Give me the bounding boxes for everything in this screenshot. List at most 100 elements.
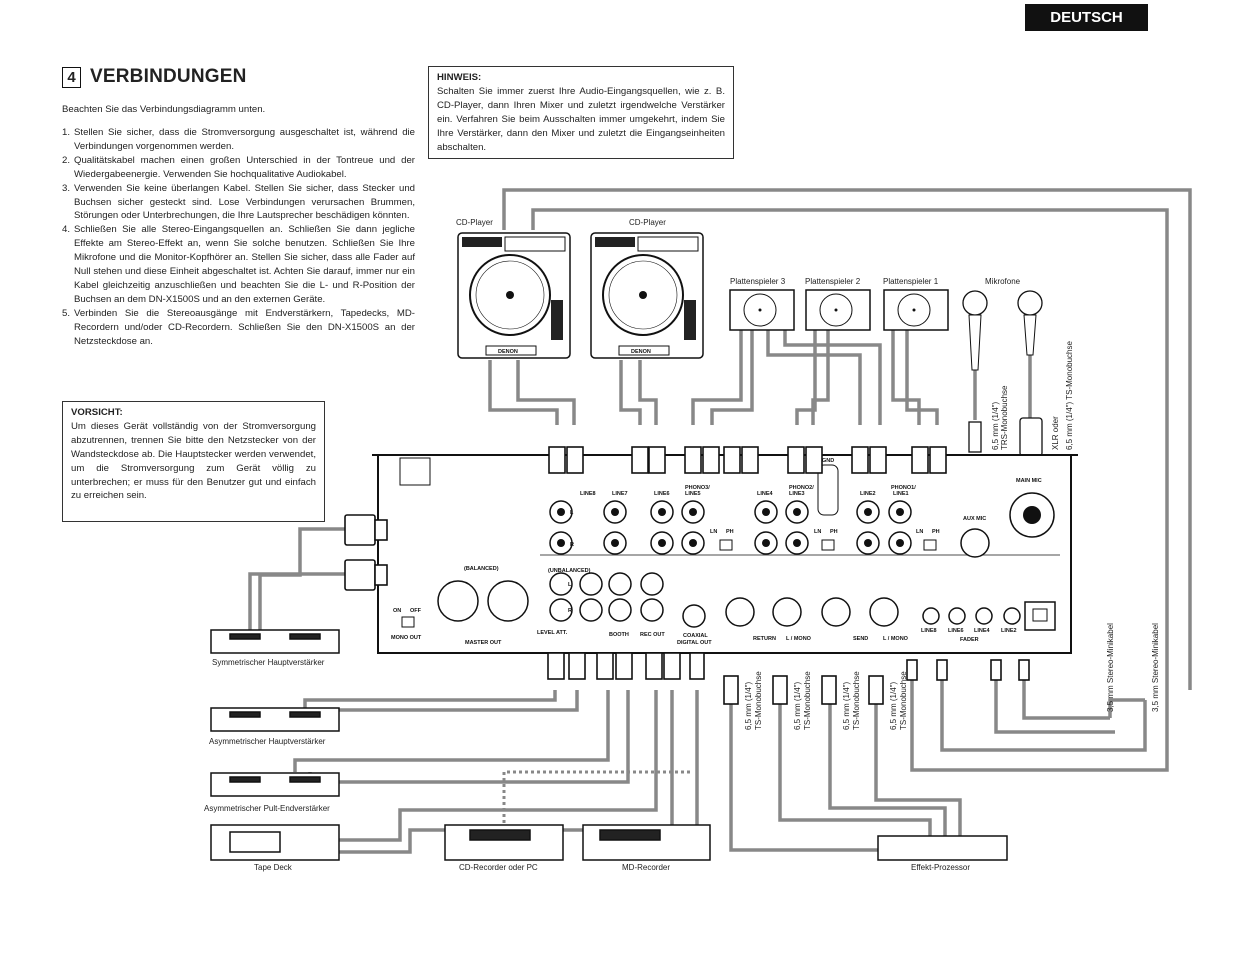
rca-plugs (547, 446, 1030, 705)
device-labels: CD-Player CD-Player Plattenspieler 3 Pla… (204, 218, 1021, 872)
label-booth: BOOTH (609, 632, 629, 638)
label-l-1: L (570, 510, 574, 516)
turntable-1-label: Plattenspieler 1 (883, 277, 939, 286)
label-rec-out: REC OUT (640, 632, 665, 638)
label-line8: LINE8 (580, 491, 596, 497)
steps-list: 1.Stellen Sie sicher, dass die Stromvers… (62, 126, 415, 349)
note-title: HINWEIS: (437, 72, 482, 83)
label-line4: LINE4 (757, 491, 774, 497)
label-phono3: PHONO3/ (685, 485, 710, 491)
cd-player-2-label: CD-Player (629, 218, 666, 227)
label-line1: LINE1 (893, 491, 909, 497)
note-text: Schalten Sie immer zuerst Ihre Audio-Ein… (437, 85, 725, 153)
digital-cable-dashed (502, 770, 690, 835)
outboard-devices (210, 629, 1008, 861)
label-r-2: R (568, 608, 572, 614)
caution-box: VORSICHT: Um dieses Gerät vollständig vo… (62, 401, 325, 522)
label-on: ON (393, 608, 401, 614)
ts-label-3a: 6,5 mm (1/4") (842, 681, 851, 730)
section-heading: 4 VERBINDUNGEN (62, 66, 247, 88)
label-fader-line6: LINE6 (948, 628, 964, 634)
label-unbalanced: (UNBALANCED) (548, 568, 591, 574)
step-text: Stellen Sie sicher, dass die Stromversor… (74, 127, 415, 152)
label-l-2: L (568, 582, 572, 588)
step-text: Verwenden Sie keine überlangen Kabel. St… (74, 182, 415, 222)
label-ph-1: PH (726, 529, 734, 535)
ts-label-2b: TS-Monobuchse (803, 671, 812, 730)
label-digital-out: DIGITAL OUT (677, 640, 712, 646)
xlr-cable-label-2: 6,5 mm (1/4") TS-Monobuchse (1065, 340, 1074, 450)
note-box: HINWEIS: Schalten Sie immer zuerst Ihre … (428, 66, 734, 159)
label-fader: FADER (960, 637, 979, 643)
section-number: 4 (62, 66, 81, 88)
label-line3: LINE3 (789, 491, 805, 497)
label-phono1: PHONO1/ (891, 485, 916, 491)
step-number: 4. (62, 224, 71, 236)
mixer-back-panel (372, 454, 1078, 654)
md-recorder-label: MD-Recorder (622, 863, 670, 872)
label-return: RETURN (753, 636, 776, 642)
xlr-cable-label-1: XLR oder (1051, 416, 1060, 450)
label-mono-out: MONO OUT (391, 635, 422, 641)
step-item: 5.Verbinden Sie die Stereoausgänge mit E… (62, 307, 415, 349)
language-tab: DEUTSCH (1025, 4, 1148, 31)
turntable-3-label: Plattenspieler 3 (730, 277, 786, 286)
turntable-1 (883, 289, 949, 331)
microphone-1 (962, 290, 988, 453)
label-master-out: MASTER OUT (465, 640, 502, 646)
turntable-3 (729, 289, 795, 331)
trs-cable-label-2: TRS-Monobuchse (1000, 385, 1009, 450)
section-title: VERBINDUNGEN (90, 66, 247, 87)
cd-player-1-label: CD-Player (456, 218, 493, 227)
label-balanced: (BALANCED) (464, 566, 499, 572)
step-number: 5. (62, 307, 71, 319)
intro-text: Beachten Sie das Verbindungsdiagramm unt… (62, 104, 266, 115)
tape-deck-label: Tape Deck (254, 863, 293, 872)
ts-label-4b: TS-Monobuchse (899, 671, 908, 730)
label-return-lmono: L / MONO (786, 636, 812, 642)
turntable-2-label: Plattenspieler 2 (805, 277, 861, 286)
microphones-label: Mikrofone (985, 277, 1021, 286)
cd-recorder-label: CD-Recorder oder PC (459, 863, 538, 872)
label-phono2: PHONO2/ (789, 485, 814, 491)
turntable-2 (805, 289, 871, 331)
ts-label-1a: 6,5 mm (1/4") (744, 681, 753, 730)
cd-player-2-brand: DENON (631, 349, 651, 355)
cd-player-2: DENON (590, 232, 704, 359)
step-number: 1. (62, 127, 71, 138)
trs-cable-label-1: 6,5 mm (1/4") (991, 401, 1000, 450)
step-item: 3.Verwenden Sie keine überlangen Kabel. … (62, 182, 415, 224)
xlr-plugs (344, 514, 388, 591)
label-line2: LINE2 (860, 491, 876, 497)
step-text: Verbinden Sie die Stereoausgänge mit End… (74, 307, 415, 347)
ts-label-4a: 6,5 mm (1/4") (889, 681, 898, 730)
label-ln-3: LN (916, 529, 923, 535)
step-text: Schließen Sie alle Stereo-Eingangsquelle… (74, 224, 415, 305)
label-off: OFF (410, 608, 422, 614)
label-coaxial: COAXIAL (683, 633, 708, 639)
cd-player-1: DENON (457, 232, 571, 359)
ts-label-2a: 6,5 mm (1/4") (793, 681, 802, 730)
step-item: 1.Stellen Sie sicher, dass die Stromvers… (62, 126, 415, 154)
label-ph-3: PH (932, 529, 940, 535)
mini-cable-label-2: 3,5 mm Stereo-Minikabel (1151, 623, 1160, 712)
cable-labels: 6,5 mm (1/4") TRS-Monobuchse XLR oder 6,… (744, 340, 1160, 730)
label-fader-line4: LINE4 (974, 628, 991, 634)
label-line7: LINE7 (612, 491, 628, 497)
label-ln-2: LN (814, 529, 821, 535)
label-gnd: GND (822, 458, 834, 464)
step-item: 2.Qualitätskabel machen einen großen Unt… (62, 154, 415, 182)
amp-asym-label: Asymmetrischer Hauptverstärker (209, 737, 326, 746)
caution-text: Um dieses Gerät vollständig von der Stro… (71, 420, 316, 502)
label-line5: LINE5 (685, 491, 701, 497)
step-number: 3. (62, 182, 71, 194)
label-fader-line2: LINE2 (1001, 628, 1017, 634)
effects-processor-label: Effekt-Prozessor (911, 863, 970, 872)
label-level-att: LEVEL ATT. (537, 630, 568, 636)
step-item: 4.Schließen Sie alle Stereo-Eingangsquel… (62, 223, 415, 306)
label-ph-2: PH (830, 529, 838, 535)
label-line6: LINE6 (654, 491, 670, 497)
label-aux-mic: AUX MIC (963, 516, 986, 522)
amp-sym-label: Symmetrischer Hauptverstärker (212, 658, 325, 667)
label-main-mic: MAIN MIC (1016, 478, 1042, 484)
